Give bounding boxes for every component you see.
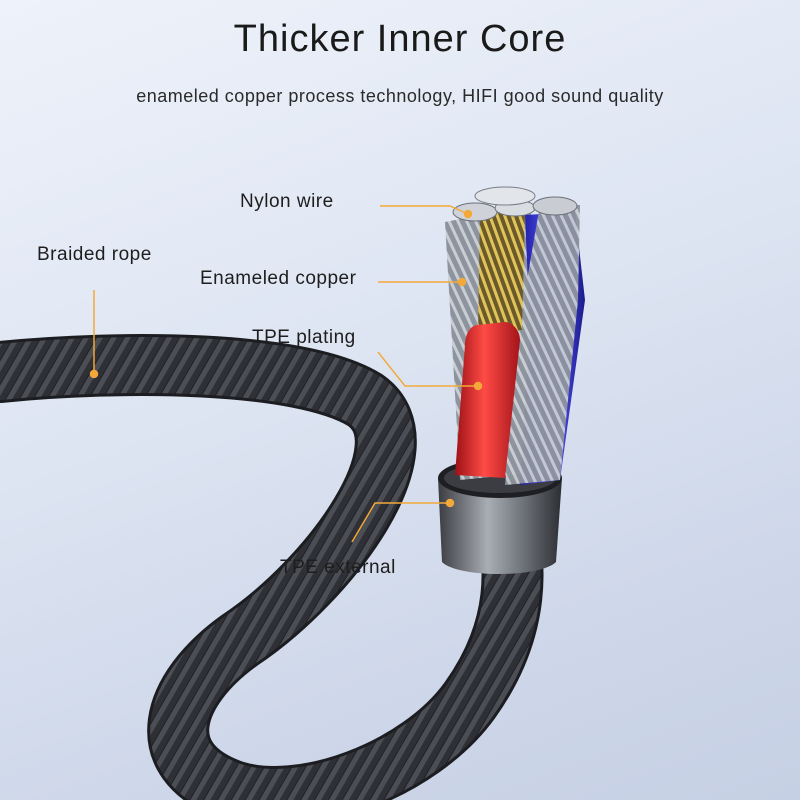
inner-cores <box>445 186 585 485</box>
leader-tpe-plating <box>377 351 478 387</box>
label-tpe-external: TPE external <box>280 557 396 578</box>
page-subtitle: enameled copper process technology, HIFI… <box>136 86 664 106</box>
leader-lines <box>89 205 483 543</box>
page-title: Thicker Inner Core <box>233 18 567 60</box>
label-enameled-copper: Enameled copper <box>200 268 357 289</box>
label-tpe-plating: TPE plating <box>252 327 356 348</box>
leader-nylon-wire <box>380 205 469 215</box>
label-braided-rope: Braided rope <box>37 244 152 265</box>
braided-cable <box>0 334 544 800</box>
label-nylon-wire: Nylon wire <box>240 191 334 212</box>
leader-tpe-external <box>351 502 450 543</box>
